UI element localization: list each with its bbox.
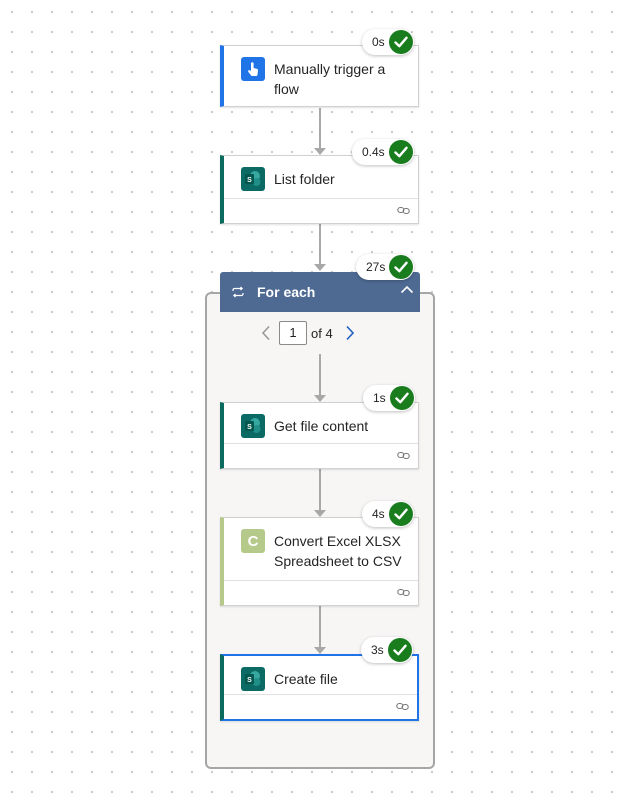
svg-text:S: S xyxy=(247,424,252,431)
svg-text:S: S xyxy=(247,177,252,184)
run-duration: 0.4s xyxy=(362,145,385,159)
success-check-icon xyxy=(388,140,413,164)
iteration-number-input[interactable]: 1 xyxy=(279,321,307,345)
action-title: Get file content xyxy=(274,418,369,434)
connector-arrow xyxy=(314,395,326,402)
run-duration: 1s xyxy=(373,391,386,405)
connector xyxy=(319,606,321,647)
card-footer xyxy=(224,198,418,223)
connector xyxy=(319,108,321,148)
success-check-icon xyxy=(388,502,413,526)
action-title: Create file xyxy=(274,671,338,687)
link-icon xyxy=(397,206,410,215)
link-icon xyxy=(397,451,410,460)
run-duration: 0s xyxy=(372,35,385,49)
action-title: List folder xyxy=(274,171,335,187)
loop-title: For each xyxy=(257,284,316,300)
iteration-pager: 1 of 4 xyxy=(261,320,355,346)
action-card-convert-excel[interactable]: C Convert Excel XLSX Spreadsheet to CSV xyxy=(220,517,419,606)
card-footer xyxy=(224,580,418,605)
collapse-chevron-icon[interactable] xyxy=(400,285,414,294)
touch-trigger-icon xyxy=(241,57,265,81)
sharepoint-icon: S xyxy=(241,667,265,691)
run-status-badge: 3s xyxy=(361,637,413,663)
success-check-icon xyxy=(388,30,413,54)
loop-icon xyxy=(232,286,244,298)
connector-arrow xyxy=(314,148,326,155)
conversion-icon: C xyxy=(241,529,265,553)
action-title: Manually trigger a flow xyxy=(274,61,386,97)
link-icon xyxy=(397,588,410,597)
connector xyxy=(319,469,321,510)
action-card-list-folder[interactable]: S List folder xyxy=(220,155,419,224)
run-status-badge: 0s xyxy=(362,29,414,55)
next-iteration-icon[interactable] xyxy=(345,325,355,341)
success-check-icon xyxy=(387,638,412,662)
sharepoint-icon: S xyxy=(241,414,265,438)
success-check-icon xyxy=(389,386,414,410)
run-status-badge: 27s xyxy=(356,254,415,280)
run-duration: 27s xyxy=(366,260,386,274)
run-duration: 3s xyxy=(371,643,384,657)
action-title: Convert Excel XLSX Spreadsheet to CSV xyxy=(274,533,402,569)
action-card-create-file[interactable]: S Create file xyxy=(220,654,419,721)
svg-text:S: S xyxy=(247,677,252,684)
connector-arrow xyxy=(314,264,326,271)
success-check-icon xyxy=(389,255,414,279)
sharepoint-icon: S xyxy=(241,167,265,191)
connector-arrow xyxy=(314,510,326,517)
run-duration: 4s xyxy=(372,507,385,521)
conversion-icon-letter: C xyxy=(247,532,259,550)
connector xyxy=(319,354,321,395)
action-card-get-file-content[interactable]: S Get file content xyxy=(220,402,419,469)
action-card-manual-trigger[interactable]: Manually trigger a flow xyxy=(220,45,419,107)
card-footer xyxy=(224,443,418,468)
run-status-badge: 1s xyxy=(363,385,415,411)
connector-arrow xyxy=(314,647,326,654)
run-status-badge: 0.4s xyxy=(352,139,414,165)
for-each-header[interactable]: For each xyxy=(220,272,420,312)
iteration-total: of 4 xyxy=(311,325,333,341)
connector xyxy=(319,224,321,264)
card-footer xyxy=(224,694,417,719)
previous-iteration-icon[interactable] xyxy=(261,325,271,341)
link-icon xyxy=(396,702,409,711)
run-status-badge: 4s xyxy=(362,501,414,527)
